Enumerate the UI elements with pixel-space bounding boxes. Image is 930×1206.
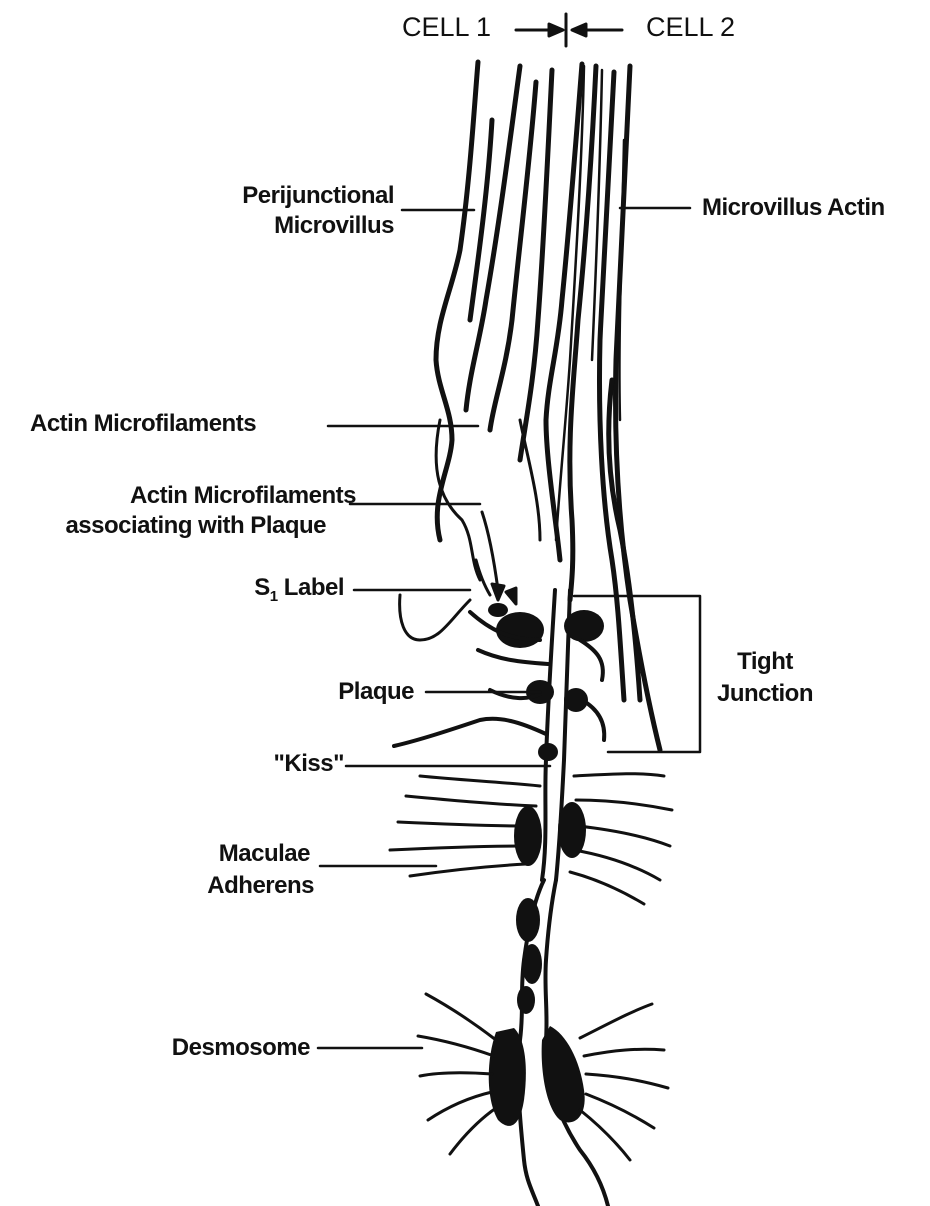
maculae-label-line1: Maculae [219,840,310,867]
s1-label: S1 Label [254,574,344,610]
s1-label-subscript: 1 [270,588,278,605]
desmosome-filaments [418,994,668,1160]
microvillus-actin-label: Microvillus Actin [702,194,885,221]
lower-densities [516,898,542,1014]
tight-junction-label-line1: Tight [700,648,830,675]
perijunctional-label-line1: Perijunctional [242,182,394,209]
desmosome-label: Desmosome [172,1034,310,1061]
microvillus-actin-filaments [436,62,660,750]
label-arrows [476,512,516,604]
s1-label-s: S [254,574,270,601]
actin-microfilaments-label: Actin Microfilaments [30,410,256,437]
perijunctional-label-line2: Microvillus [274,212,394,239]
s1-label-text: Label [278,574,344,601]
actin-plaque-label-line2: associating with Plaque [65,512,326,539]
plaque-label: Plaque [338,678,414,705]
tight-junction-label-line2: Junction [700,680,830,707]
cell-divider-arrows [516,14,622,46]
cell-2-label: CELL 2 [646,14,735,41]
maculae-adherens-densities [514,802,586,866]
desmosome-plaques [489,1026,585,1126]
cell-1-label: CELL 1 [402,14,491,41]
kiss-label: "Kiss" [274,750,344,777]
actin-plaque-label-line1: Actin Microfilaments [130,482,356,509]
maculae-label-line2: Adherens [207,872,314,899]
